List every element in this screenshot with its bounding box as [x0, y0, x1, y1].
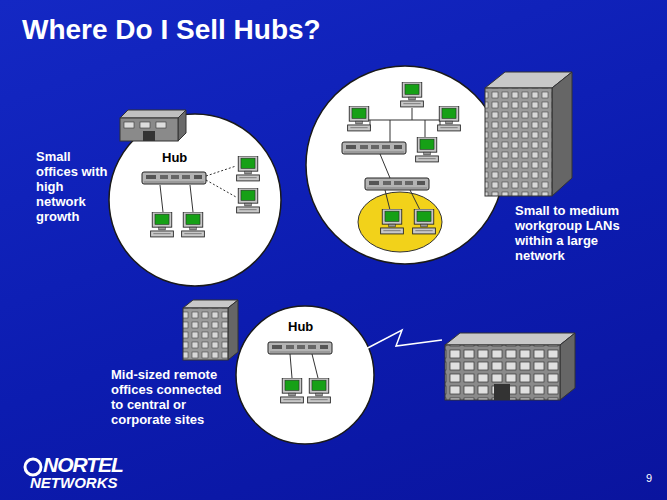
hub-label: Hub: [162, 150, 187, 165]
corporate-building: [445, 333, 575, 400]
large-building: [485, 72, 572, 196]
logo-ring: [25, 459, 41, 475]
wan-link: [360, 330, 442, 352]
office-lan: [142, 156, 259, 237]
slide-title: Where Do I Sell Hubs?: [22, 14, 321, 46]
segment-caption: Small offices with high network growth: [36, 149, 110, 224]
hub-label: Hub: [288, 319, 313, 334]
segment-circle: HubMid-sized remote offices connected to…: [235, 305, 375, 445]
segment-caption: Small to medium workgroup LANs within a …: [515, 203, 627, 263]
logo-wordmark: NORTEL: [43, 453, 123, 477]
office-building: [120, 110, 186, 141]
remote-building: [183, 300, 238, 360]
segment-caption: Mid-sized remote offices connected to ce…: [111, 367, 231, 427]
page-number: 9: [646, 472, 652, 484]
workgroup-lan: [342, 82, 460, 252]
logo-wordmark: NETWORKS: [30, 474, 118, 491]
remote-lan: [268, 342, 332, 403]
